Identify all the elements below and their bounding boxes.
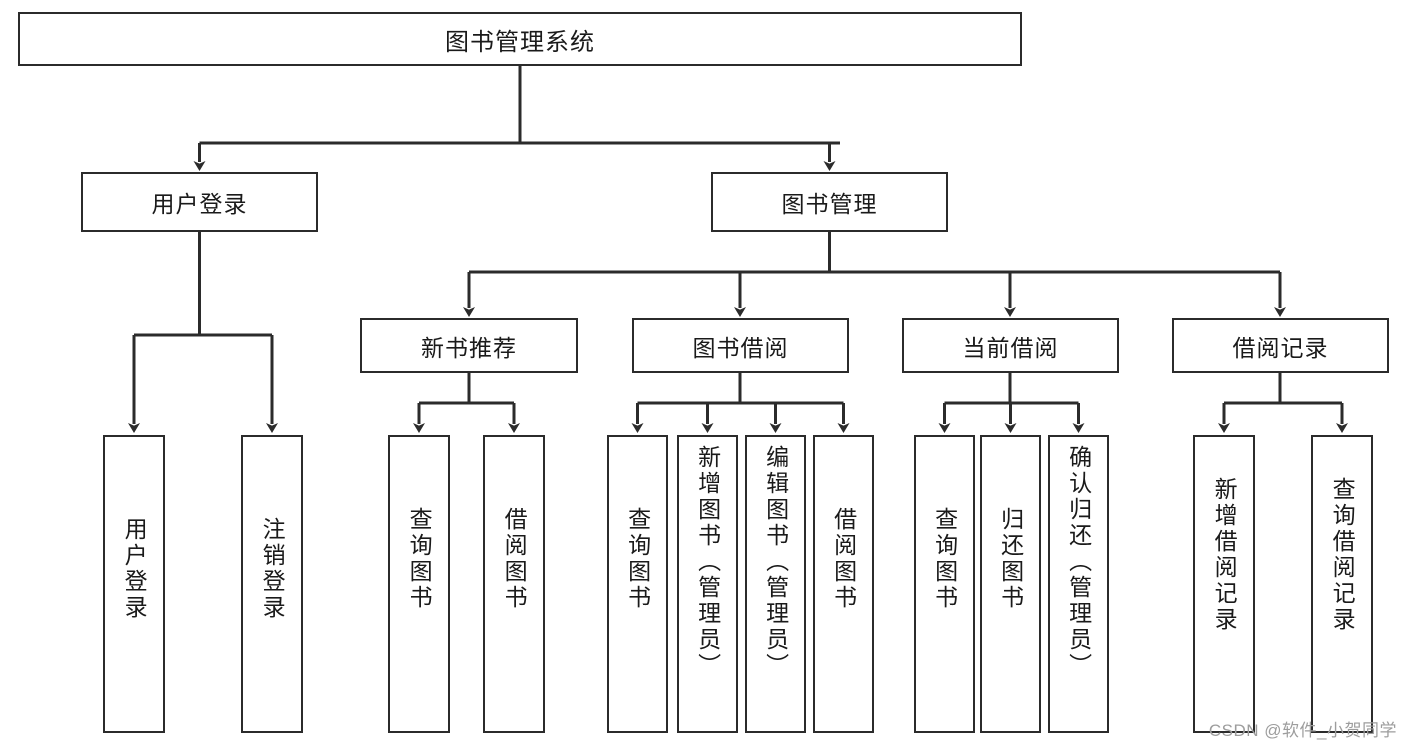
node-label: 当前借阅 bbox=[962, 334, 1059, 361]
node-label: 查询图书 bbox=[931, 507, 958, 611]
node-label: 新增借阅记录 bbox=[1211, 477, 1238, 633]
node-leaf-borrow-book-1[interactable]: 借阅图书 bbox=[483, 435, 545, 733]
node-leaf-user-login[interactable]: 用户登录 bbox=[103, 435, 165, 733]
node-leaf-query-book-1[interactable]: 查询图书 bbox=[388, 435, 450, 733]
node-leaf-query-record[interactable]: 查询借阅记录 bbox=[1311, 435, 1373, 733]
node-label: 图书管理系统 bbox=[445, 28, 595, 56]
node-user-login[interactable]: 用户登录 bbox=[81, 172, 318, 232]
node-label: 归还图书 bbox=[997, 507, 1024, 611]
node-label: 借阅记录 bbox=[1232, 334, 1329, 361]
node-label: 用户登录 bbox=[121, 517, 148, 621]
node-label: 查询借阅记录 bbox=[1329, 477, 1356, 633]
watermark-text: CSDN @软件_小贺同学 bbox=[1208, 721, 1397, 740]
node-label: 借阅图书 bbox=[501, 507, 528, 611]
node-label: 查询图书 bbox=[406, 507, 433, 611]
node-leaf-add-record[interactable]: 新增借阅记录 bbox=[1193, 435, 1255, 733]
node-label: 新书推荐 bbox=[421, 334, 517, 361]
node-label: 查询图书 bbox=[624, 507, 651, 611]
node-label: 注销登录 bbox=[259, 517, 286, 621]
node-current-borrow[interactable]: 当前借阅 bbox=[902, 318, 1119, 373]
node-root-system[interactable]: 图书管理系统 bbox=[18, 12, 1022, 66]
node-label: 用户登录 bbox=[151, 191, 248, 217]
node-label: 图书借阅 bbox=[692, 334, 789, 361]
node-leaf-return-book[interactable]: 归还图书 bbox=[980, 435, 1041, 733]
node-leaf-query-book-2[interactable]: 查询图书 bbox=[607, 435, 668, 733]
node-label: 新增图书（管理员） bbox=[694, 445, 721, 679]
node-label: 确认归还（管理员） bbox=[1065, 445, 1092, 679]
node-borrow-records[interactable]: 借阅记录 bbox=[1172, 318, 1389, 373]
node-leaf-edit-book[interactable]: 编辑图书（管理员） bbox=[745, 435, 806, 733]
node-leaf-logout[interactable]: 注销登录 bbox=[241, 435, 303, 733]
node-leaf-confirm-return[interactable]: 确认归还（管理员） bbox=[1048, 435, 1109, 733]
node-leaf-query-book-3[interactable]: 查询图书 bbox=[914, 435, 975, 733]
node-leaf-add-book[interactable]: 新增图书（管理员） bbox=[677, 435, 738, 733]
node-new-book-recommend[interactable]: 新书推荐 bbox=[360, 318, 578, 373]
node-label: 借阅图书 bbox=[830, 507, 857, 611]
node-leaf-borrow-book-2[interactable]: 借阅图书 bbox=[813, 435, 874, 733]
node-label: 图书管理 bbox=[781, 191, 878, 217]
node-label: 编辑图书（管理员） bbox=[762, 445, 789, 679]
node-book-management[interactable]: 图书管理 bbox=[711, 172, 948, 232]
node-book-borrow[interactable]: 图书借阅 bbox=[632, 318, 849, 373]
